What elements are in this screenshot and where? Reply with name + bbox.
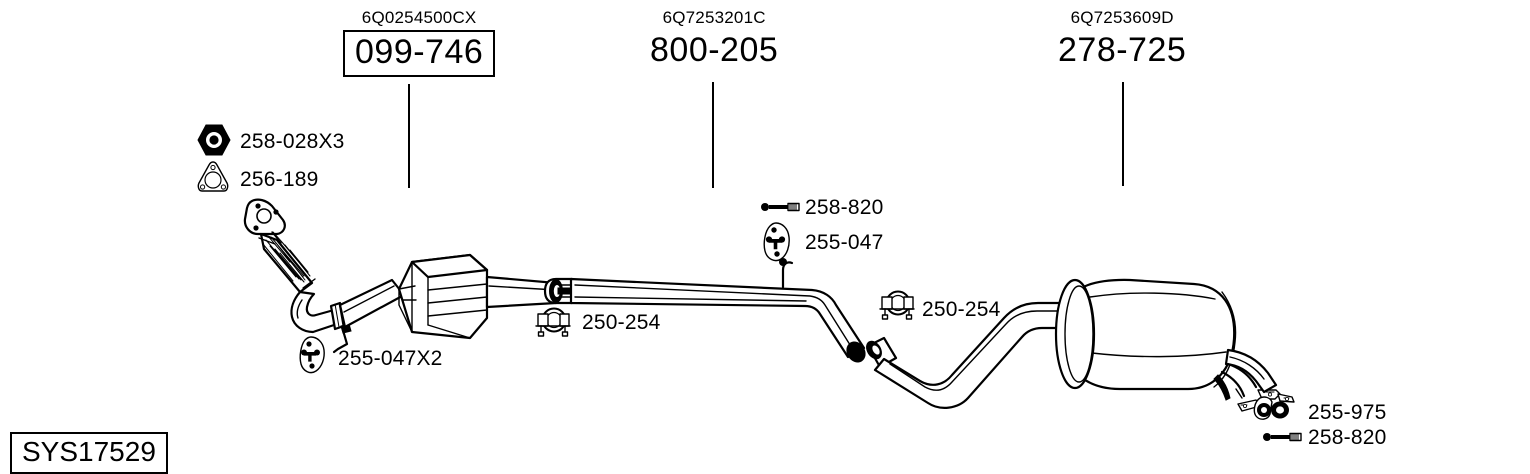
tailpipe: [1213, 348, 1278, 401]
part-label-258-028x3: 258-028X3: [240, 130, 345, 153]
leader-line-2: [712, 82, 714, 188]
leader-line-3: [1122, 82, 1124, 186]
centre-pipe-hanger-hook: [779, 258, 794, 289]
part-label-255-975: 255-975: [1308, 401, 1387, 424]
icon-bolt-mid: [760, 200, 800, 214]
silencer-rear-mount: [1235, 388, 1243, 399]
icon-rubber-hanger-mid: [762, 222, 794, 262]
group-label-catalytic-converter: 6Q0254500CX 099-746: [343, 8, 496, 77]
group-number-1: 099-746: [343, 30, 496, 77]
part-label-250-254-rear: 250-254: [922, 298, 1001, 321]
icon-u-bolt-clamp-front: [532, 305, 574, 343]
oem-code-2: 6Q7253201C: [662, 8, 766, 27]
front-pipe-bend: [290, 290, 336, 334]
icon-hex-nut: [196, 124, 232, 158]
front-flange: [243, 198, 286, 244]
icon-bracket-mount: [1236, 388, 1298, 424]
rear-pipe-socket: [866, 336, 898, 369]
group-number-2: 800-205: [650, 31, 779, 69]
part-label-255-047x2: 255-047X2: [338, 347, 443, 370]
part-label-250-254-front: 250-254: [582, 311, 661, 334]
leader-line-1: [408, 84, 410, 188]
part-label-255-047: 255-047: [805, 231, 884, 254]
front-flex-pipe: [258, 231, 316, 294]
group-label-rear-silencer: 6Q7253609D 278-725: [1058, 8, 1186, 70]
centre-pipe-socket: [543, 277, 577, 305]
rear-pipe-body: [873, 301, 1064, 409]
part-label-258-820-rear: 258-820: [1308, 426, 1387, 449]
icon-triangle-gasket: [194, 160, 232, 194]
part-label-256-189: 256-189: [240, 168, 319, 191]
icon-rubber-hanger-front: [298, 336, 328, 374]
part-label-258-820-mid: 258-820: [805, 196, 884, 219]
centre-pipe-body: [569, 277, 866, 359]
oem-code-3: 6Q7253609D: [1070, 8, 1174, 27]
system-code-box: SYS17529: [10, 432, 168, 474]
centre-pipe-rear-tip: [846, 341, 866, 363]
group-label-centre-pipe: 6Q7253201C 800-205: [650, 8, 778, 70]
icon-bolt-rear: [1262, 430, 1302, 444]
icon-u-bolt-clamp-rear: [876, 288, 918, 326]
oem-code-1: 6Q0254500CX: [361, 8, 477, 27]
system-code: SYS17529: [10, 432, 168, 474]
cat-inlet-pipe: [338, 278, 406, 329]
group-number-3: 278-725: [1058, 31, 1187, 69]
catalytic-converter-body: [397, 253, 489, 340]
rear-silencer-body: [1054, 278, 1237, 391]
